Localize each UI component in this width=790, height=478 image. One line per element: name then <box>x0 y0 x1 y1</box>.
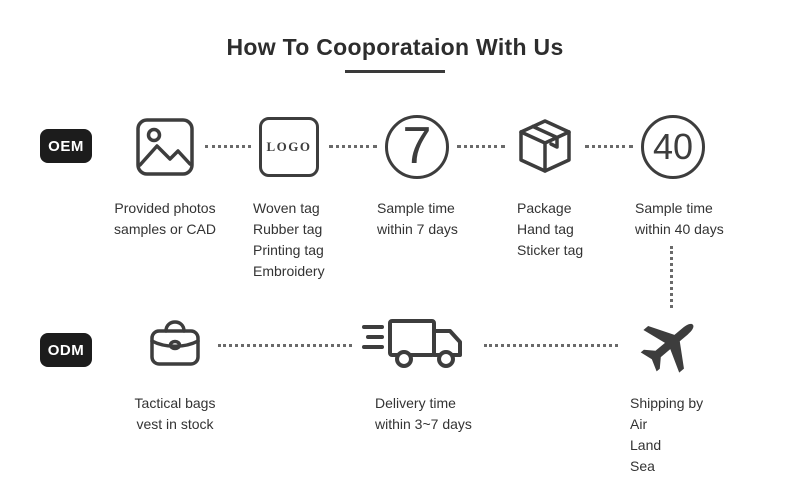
step-caption-photos: Provided photos samples or CAD <box>105 198 225 240</box>
delivery-truck-icon <box>360 311 472 375</box>
step-caption-package: Package Hand tag Sticker tag <box>517 198 583 261</box>
step-caption-delivery: Delivery time within 3~7 days <box>375 393 472 435</box>
step-caption-sample-7: Sample time within 7 days <box>377 198 458 240</box>
step-caption-sample-40: Sample time within 40 days <box>635 198 724 240</box>
caption-line: Rubber tag <box>253 221 323 237</box>
caption-line: Woven tag <box>253 200 320 216</box>
step-caption-shipping: Shipping by Air Land Sea <box>630 393 703 477</box>
caption-line: Sample time <box>635 200 713 216</box>
bag-icon <box>143 310 207 374</box>
forty-number: 40 <box>652 126 694 167</box>
caption-line: Land <box>630 437 662 453</box>
caption-line: Hand tag <box>517 221 574 237</box>
circle-7-icon: 7 <box>385 115 449 179</box>
caption-line: samples or CAD <box>114 221 216 237</box>
caption-line: within 7 days <box>377 221 458 237</box>
caption-line: Delivery time <box>375 395 456 411</box>
dotted-connector <box>585 145 633 148</box>
page-title: How To Cooporataion With Us <box>226 34 564 60</box>
dotted-connector <box>457 145 505 148</box>
photo-icon <box>133 115 197 179</box>
caption-line: vest in stock <box>136 416 214 432</box>
logo-label: LOGO <box>266 139 312 154</box>
circle-40-icon: 40 <box>641 115 705 179</box>
caption-line: Printing tag <box>253 242 324 258</box>
airplane-icon <box>626 311 714 377</box>
step-caption-tags: Woven tag Rubber tag Printing tag Embroi… <box>253 198 325 282</box>
dotted-connector <box>218 344 352 347</box>
dotted-connector <box>484 344 618 347</box>
title-underline <box>345 70 445 73</box>
step-caption-bags: Tactical bags vest in stock <box>115 393 235 435</box>
package-icon <box>513 115 577 179</box>
caption-line: Sample time <box>377 200 455 216</box>
odm-badge: ODM <box>40 333 92 367</box>
caption-line: Embroidery <box>253 263 325 279</box>
logo-tag-icon: LOGO <box>259 117 319 177</box>
caption-line: Tactical bags <box>134 395 216 411</box>
dotted-connector <box>205 145 251 148</box>
caption-line: Package <box>517 200 572 216</box>
dotted-connector <box>329 145 377 148</box>
caption-line: Shipping by <box>630 395 704 411</box>
dotted-connector-vertical <box>670 246 673 308</box>
caption-line: Provided photos <box>114 200 216 216</box>
caption-line: Sea <box>630 458 655 474</box>
caption-line: within 40 days <box>635 221 724 237</box>
caption-line: Sticker tag <box>517 242 584 258</box>
caption-line: Air <box>630 416 648 432</box>
oem-badge: OEM <box>40 129 92 163</box>
caption-line: within 3~7 days <box>375 416 472 432</box>
seven-number: 7 <box>402 116 432 175</box>
